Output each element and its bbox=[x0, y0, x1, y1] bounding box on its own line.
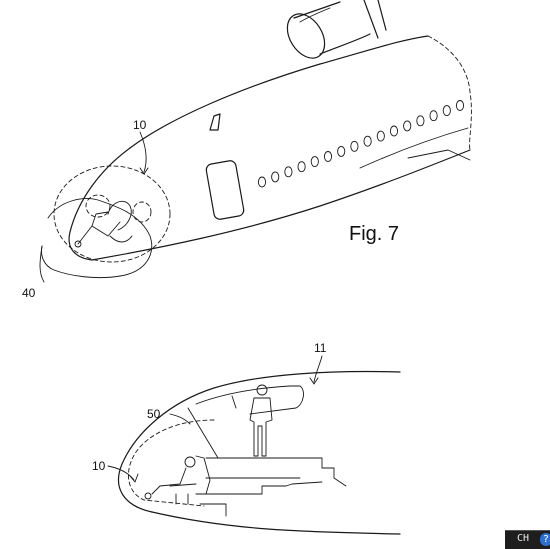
engine-nacelle bbox=[286, 0, 387, 59]
pilot-seat-detail bbox=[74, 194, 152, 248]
cabin-window bbox=[337, 145, 346, 157]
cabin-window bbox=[429, 110, 438, 122]
cabin-window bbox=[310, 156, 319, 168]
cabin-window bbox=[416, 115, 425, 127]
cabin-window bbox=[403, 120, 412, 132]
system-tray: CH ? bbox=[505, 530, 550, 549]
cabin-window bbox=[389, 125, 399, 137]
standing-person bbox=[249, 384, 273, 457]
ref-50: 50 bbox=[147, 407, 161, 421]
callout-leader-10-bottom bbox=[107, 465, 135, 481]
cabin-window bbox=[363, 135, 372, 147]
ref-10-bottom: 10 bbox=[92, 459, 106, 473]
input-language-indicator[interactable]: CH bbox=[517, 533, 530, 544]
window-row bbox=[257, 100, 465, 188]
callout-leader-11 bbox=[313, 355, 323, 383]
figure-label: Fig. 7 bbox=[349, 223, 399, 245]
callout-leader-40 bbox=[39, 245, 45, 283]
cabin-window bbox=[323, 151, 333, 162]
cabin-window bbox=[455, 100, 465, 111]
ref-11: 11 bbox=[314, 341, 327, 355]
cockpit-region-outline bbox=[53, 165, 171, 263]
cabin-window bbox=[271, 171, 280, 183]
help-icon[interactable]: ? bbox=[540, 533, 550, 546]
detail-callout-40 bbox=[41, 198, 153, 279]
callout-leader-10-top bbox=[139, 131, 147, 173]
aircraft-nose-perspective bbox=[68, 35, 472, 261]
ref-10-top: 10 bbox=[133, 118, 147, 132]
cabin-window bbox=[284, 166, 293, 178]
callout-leader-50 bbox=[169, 413, 191, 425]
cabin-window bbox=[376, 130, 385, 142]
seated-pilot bbox=[144, 455, 211, 505]
cabin-window bbox=[297, 161, 306, 173]
ref-40: 40 bbox=[22, 286, 36, 300]
fuselage-door bbox=[205, 160, 245, 220]
fuselage-side-section bbox=[117, 370, 401, 535]
cabin-window bbox=[442, 105, 451, 117]
cabin-window bbox=[257, 176, 267, 188]
cabin-window bbox=[350, 140, 359, 152]
windshield bbox=[209, 113, 221, 131]
